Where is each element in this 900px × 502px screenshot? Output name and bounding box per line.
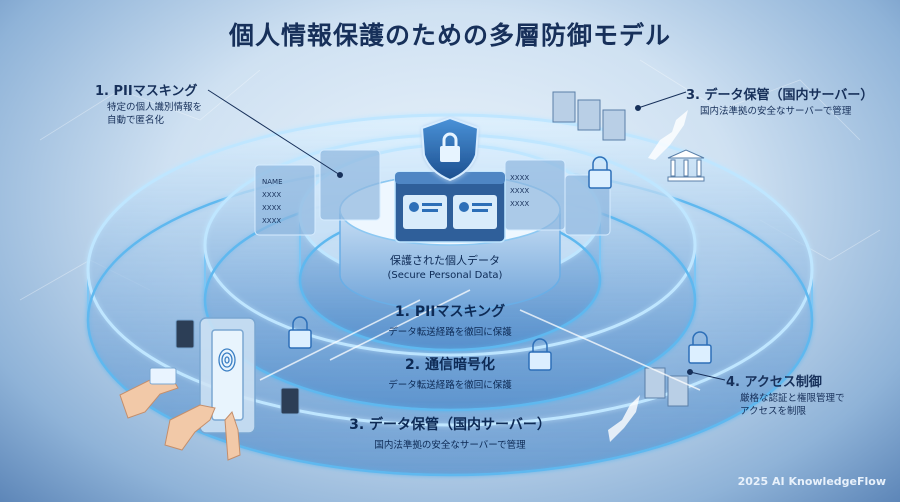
bank-icon [667, 149, 705, 182]
core-label-sub: (Secure Personal Data) [387, 270, 503, 281]
callout-storage: 3. データ保管（国内サーバー） 国内法準拠の安全なサーバーで管理 [686, 88, 874, 117]
callout-lines [207, 89, 726, 381]
padlock-icon [688, 331, 712, 364]
id-card-window [394, 171, 506, 243]
data-panels [254, 149, 611, 236]
terminal-icon [175, 319, 300, 415]
server-rack-icon [552, 91, 626, 141]
core-label: 保護された個人データ (Secure Personal Data) [345, 252, 545, 281]
server-rack-icon [644, 367, 689, 407]
padlock-icon [288, 316, 312, 349]
hand-icon [119, 367, 179, 419]
padlock-icon [528, 338, 552, 371]
hand-icon [164, 404, 241, 461]
padlock-icon [588, 156, 612, 189]
fingerprint-icon [218, 348, 236, 372]
credit-text: 2025 AI KnowledgeFlow [737, 475, 886, 488]
callout-pii: 1. PIIマスキング 特定の個人識別情報を 自動で匿名化 [95, 84, 203, 126]
gate [199, 317, 256, 434]
light-streaks [259, 289, 701, 391]
ring-label-storage: 3. データ保管（国内サーバー） 国内法準拠の安全なサーバーで管理 [349, 417, 551, 451]
japan-map-icon [608, 395, 640, 442]
japan-map-icon [648, 110, 688, 160]
callout-access: 4. アクセス制御 厳格な認証と権限管理で アクセスを制限 [726, 375, 845, 417]
shield-lock-icon [420, 116, 480, 182]
id-card-icon [453, 195, 497, 229]
id-card-icon [403, 195, 447, 229]
ring-label-pii: 1. PIIマスキング データ転送経路を徹回に保護 [388, 304, 512, 338]
core-label-title: 保護された個人データ [390, 254, 500, 267]
page-title: 個人情報保護のための多層防御モデル [228, 21, 671, 50]
ring-label-encryption: 2. 通信暗号化 データ転送経路を徹回に保護 [388, 357, 512, 391]
